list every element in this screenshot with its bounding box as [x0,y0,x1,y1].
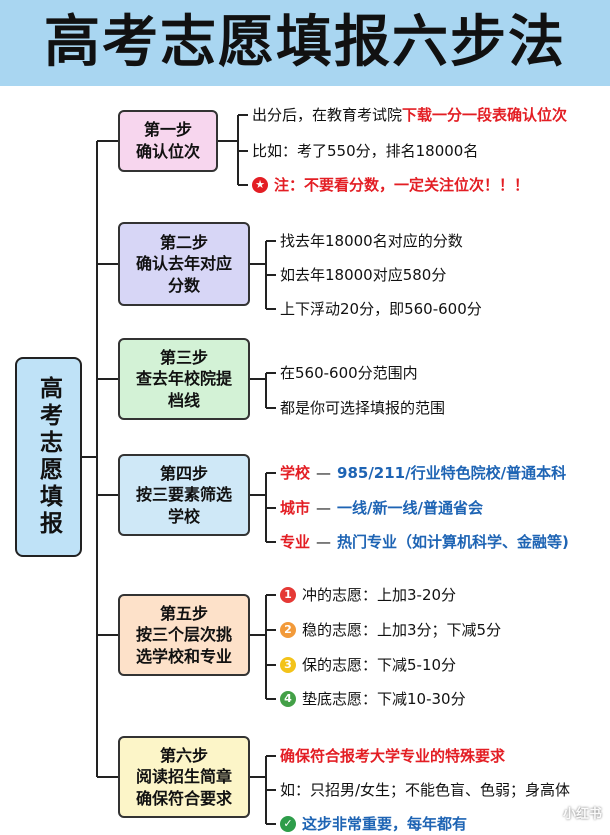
detail-text: 找去年18000名对应的分数 [280,232,463,250]
dash: — [316,499,332,517]
step-5-detail: 3 保的志愿：下减5-10分 [280,654,456,676]
step-1-detail: 比如：考了550分，排名18000名 [252,140,478,162]
number-4-icon: 4 [280,690,296,707]
step-5-detail: 2 稳的志愿：上加3分；下减5分 [280,619,501,641]
title-banner [0,0,610,86]
step-4-detail: 专业 — 热门专业（如计算机科学、金融等) [280,531,569,553]
step-title: 第二步 [159,232,208,252]
step-1-detail: ★ 注：不要看分数，一定关注位次！！！ [252,174,529,196]
step-6-detail: 如：只招男/女生；不能色盲、色弱；身高体 [280,779,570,801]
step-2-detail: 如去年18000对应580分 [280,264,446,286]
step-1-detail: 出分后，在教育考试院下载一分一段表确认位次 [252,104,567,126]
detail-text: 保的志愿：下减5-10分 [302,656,457,674]
step-5-detail: 4 垫底志愿：下减10-30分 [280,688,466,710]
detail-text: 冲的志愿：上加3-20分 [302,586,457,604]
step-subtitle: 确认去年对应 [135,254,232,274]
highlight-text: 下载一分一段表确认位次 [402,106,568,124]
step-title: 第五步 [159,603,208,623]
detail-text: 稳的志愿：上加3分；下减5分 [302,621,502,639]
criterion-label: 专业 [280,533,311,551]
root-label: 高考志愿填报 [35,376,62,538]
dash: — [316,533,332,551]
note-text: 这步非常重要，每年都有 [302,815,468,833]
detail-text: 垫底志愿：下减10-30分 [302,690,466,708]
step-box-5: 第五步按三个层次挑选学校和专业 [118,594,250,676]
step-subtitle: 确保符合要求 [135,788,232,808]
criterion-label: 学校 [280,464,311,482]
step-title: 第四步 [159,463,208,483]
step-subtitle: 选学校和专业 [135,646,232,666]
number-3-icon: 3 [280,656,296,673]
number-1-icon: 1 [280,586,296,603]
detail-text: 上下浮动20分，即560-600分 [280,300,482,318]
step-4-detail: 学校 — 985/211/行业特色院校/普通本科 [280,462,566,484]
warning-text: 注：不要看分数，一定关注位次！！！ [274,176,530,194]
detail-text: 出分后，在教育考试院 [252,106,403,124]
step-2-detail: 上下浮动20分，即560-600分 [280,298,482,320]
criterion-value: 985/211/行业特色院校/普通本科 [337,464,567,482]
step-box-1: 第一步确认位次 [118,110,218,172]
star-icon: ★ [252,176,268,193]
step-title: 第一步 [143,120,192,140]
step-2-detail: 找去年18000名对应的分数 [280,230,463,252]
criterion-value: 一线/新一线/普通省会 [337,499,483,517]
step-subtitle: 分数 [167,275,200,295]
detail-text: 如去年18000对应580分 [280,266,447,284]
step-6-detail: ✓ 这步非常重要，每年都有 [280,813,467,835]
step-box-6: 第六步阅读招生简章确保符合要求 [118,736,250,818]
page-title: 高考志愿填报六步法 [44,10,566,75]
step-box-2: 第二步确认去年对应分数 [118,222,250,306]
step-box-4: 第四步按三要素筛选学校 [118,454,250,536]
step-6-detail: 确保符合报考大学专业的特殊要求 [280,745,505,767]
step-box-3: 第三步查去年校院提档线 [118,338,250,420]
step-subtitle: 学校 [167,506,200,526]
detail-text: 如：只招男/女生；不能色盲、色弱；身高体 [280,781,571,799]
watermark: 小红书 [562,807,602,822]
step-subtitle: 查去年校院提 [135,369,232,389]
criterion-label: 城市 [280,499,311,517]
step-title: 第六步 [159,745,208,765]
check-icon: ✓ [280,815,296,832]
step-subtitle: 确认位次 [135,142,200,161]
detail-text: 在560-600分范围内 [280,364,418,382]
step-subtitle: 阅读招生简章 [135,767,232,787]
number-2-icon: 2 [280,621,296,638]
step-subtitle: 档线 [167,390,200,410]
step-subtitle: 按三个层次挑 [135,625,232,645]
warning-text: 确保符合报考大学专业的特殊要求 [280,747,506,765]
step-3-detail: 在560-600分范围内 [280,362,418,384]
detail-text: 比如：考了550分，排名18000名 [252,142,479,160]
step-5-detail: 1 冲的志愿：上加3-20分 [280,584,456,606]
dash: — [316,464,332,482]
step-4-detail: 城市 — 一线/新一线/普通省会 [280,497,483,519]
step-title: 第三步 [159,347,208,367]
step-3-detail: 都是你可选择填报的范围 [280,397,445,419]
root-node: 高考志愿填报 [15,357,82,557]
step-subtitle: 按三要素筛选 [135,485,232,505]
detail-text: 都是你可选择填报的范围 [280,399,446,417]
criterion-value: 热门专业（如计算机科学、金融等) [337,533,569,551]
